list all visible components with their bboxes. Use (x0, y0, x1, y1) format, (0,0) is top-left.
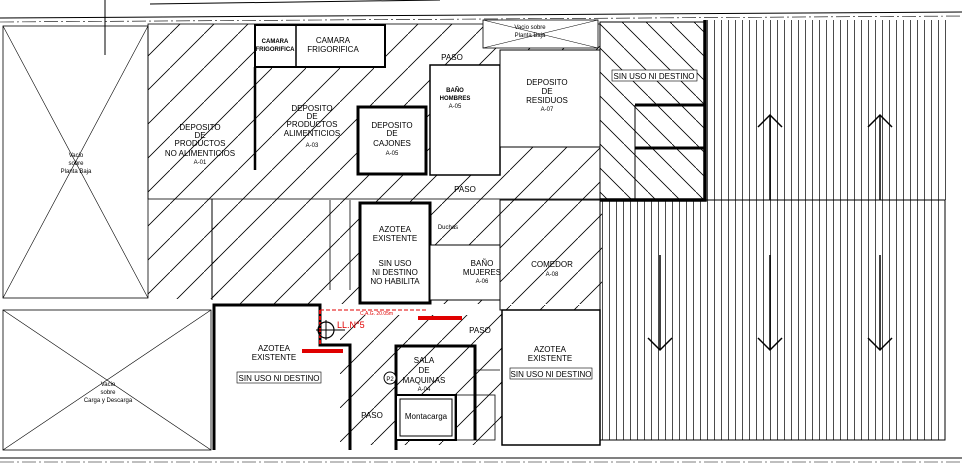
paso-label: PASO (469, 326, 491, 335)
dep-no-alim-label: PRODUCTOS (175, 139, 226, 148)
dep-cajones-label: CAJONES (373, 139, 411, 148)
sin-uso-label: SIN USO NI DESTINO (511, 370, 592, 379)
bano-hombres-label: HOMBRES (440, 96, 471, 102)
paso-label: PASO (454, 185, 476, 194)
vacio-label: Vacio (69, 153, 84, 159)
slope-arrows (647, 113, 893, 352)
camara-2-label: FRIGORIFICA (307, 45, 359, 54)
azotea-label: EXISTENTE (373, 234, 417, 243)
room-code: A-07 (541, 107, 554, 113)
azotea-label: EXISTENTE (252, 353, 296, 362)
sala-label: DE (418, 366, 429, 375)
dep-no-alim-label: DE (194, 131, 205, 140)
sala-label: SALA (414, 356, 435, 365)
dep-residuos-label: DEPOSITO (526, 78, 567, 87)
sala-label: MAQUINAS (403, 376, 446, 385)
bano-mujeres-label: MUJERES (463, 268, 501, 277)
red-annotation: LL.N°5 C.A.G. 20.05m (302, 309, 462, 353)
dep-cajones-label: DE (386, 129, 397, 138)
montacarga-label: Montacarga (405, 412, 448, 421)
azotea-label: AZOTEA (258, 344, 291, 353)
sin-uso-hab-label: NI DESTINO (372, 268, 418, 277)
bano-hombres-label: BAÑO (446, 87, 464, 94)
vacio-top-label: Vacio sobre (514, 25, 546, 31)
dep-alim-label: PRODUCTOS (287, 120, 338, 129)
bano-mujeres-label: BAÑO (471, 259, 494, 268)
room-code: A-05 (386, 151, 399, 157)
paso-label: PASO (441, 53, 463, 62)
vacio-carga-label: Vacio (101, 382, 116, 388)
vacio-label: sobre (68, 161, 84, 167)
ll-label: LL.N°5 (337, 320, 365, 330)
azotea-label: EXISTENTE (528, 354, 572, 363)
azotea-label: AZOTEA (379, 225, 412, 234)
room-code: A-03 (306, 143, 319, 149)
vacio-carga-label: sobre (100, 390, 116, 396)
door-tag: P2 (386, 377, 394, 383)
camara-2-label: CAMARA (316, 36, 351, 45)
sin-uso-label: SIN USO NI DESTINO (239, 374, 320, 383)
comedor-label: COMEDOR (531, 260, 573, 269)
azotea-label: AZOTEA (534, 345, 567, 354)
room-labels: Vacio sobre Planta Baja Vacio sobre Carg… (61, 25, 698, 421)
duchas-label: Duchas (438, 225, 458, 231)
dep-cajones-label: DEPOSITO (371, 121, 412, 130)
dep-residuos-label: DE (541, 87, 552, 96)
sin-uso-hab-label: NO HABILITA (370, 277, 420, 286)
dep-alim-label: DEPOSITO (291, 104, 332, 113)
vacio-label: Planta Baja (61, 169, 92, 175)
room-code: A-08 (546, 272, 559, 278)
camara-1-label: CAMARA (262, 39, 289, 45)
sin-uso-hab-label: SIN USO (379, 259, 412, 268)
vacio-top-label: Planta Baja (515, 33, 546, 39)
cag-label: C.A.G. 20.05m (360, 311, 393, 317)
room-code: A-05 (449, 104, 462, 110)
vacio-carga-label: Carga y Descarga (84, 398, 133, 404)
camara-1-label: FRIGORIFICA (256, 47, 296, 53)
dep-no-alim-label: DEPOSITO (179, 123, 220, 132)
room-code: A-01 (194, 160, 207, 166)
dep-no-alim-label: NO ALIMENTICIOS (165, 149, 235, 158)
paso-label: PASO (361, 411, 383, 420)
dep-alim-label: DE (306, 112, 317, 121)
dep-alim-label: ALIMENTICIOS (284, 129, 340, 138)
room-code: A-06 (476, 279, 489, 285)
sin-uso-label: SIN USO NI DESTINO (614, 72, 695, 81)
room-code: A-04 (418, 387, 431, 393)
dep-residuos-label: RESIDUOS (526, 96, 568, 105)
